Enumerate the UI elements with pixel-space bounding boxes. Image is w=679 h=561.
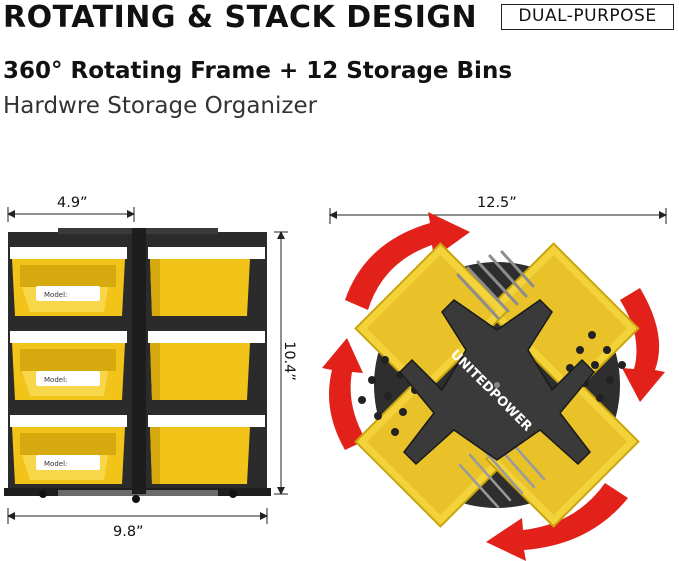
subtitle: 360° Rotating Frame + 12 Storage Bins [3, 58, 513, 84]
bin-left-1: Model: [10, 247, 127, 316]
bin-right-2 [148, 331, 265, 400]
bin-label: Model: [44, 376, 67, 384]
rotation-arrows [322, 212, 665, 561]
screws-right [566, 331, 626, 402]
product-name: Hardwre Storage Organizer [3, 93, 318, 119]
rotating-organizer: UNITEDPOWER [322, 208, 667, 561]
dual-purpose-badge: DUAL-PURPOSE [501, 4, 674, 30]
bin-right-1 [148, 247, 265, 316]
center-plate [398, 299, 596, 466]
bin-left-2: Model: [10, 331, 127, 400]
diameter-label: 12.5” [477, 195, 517, 211]
bin-width-label: 4.9” [57, 195, 88, 211]
bin-left-3: Model: [10, 415, 127, 484]
screws-left [358, 356, 419, 436]
drill-bits [456, 250, 535, 320]
stack-frame: Model: Model: Model: [4, 207, 288, 524]
width-label: 9.8” [113, 524, 144, 540]
height-label: 10.4” [280, 341, 297, 381]
bin-right-3 [148, 415, 265, 484]
bin-label: Model: [44, 460, 67, 468]
bin-label: Model: [44, 291, 67, 299]
headline: ROTATING & STACK DESIGN [3, 0, 478, 35]
